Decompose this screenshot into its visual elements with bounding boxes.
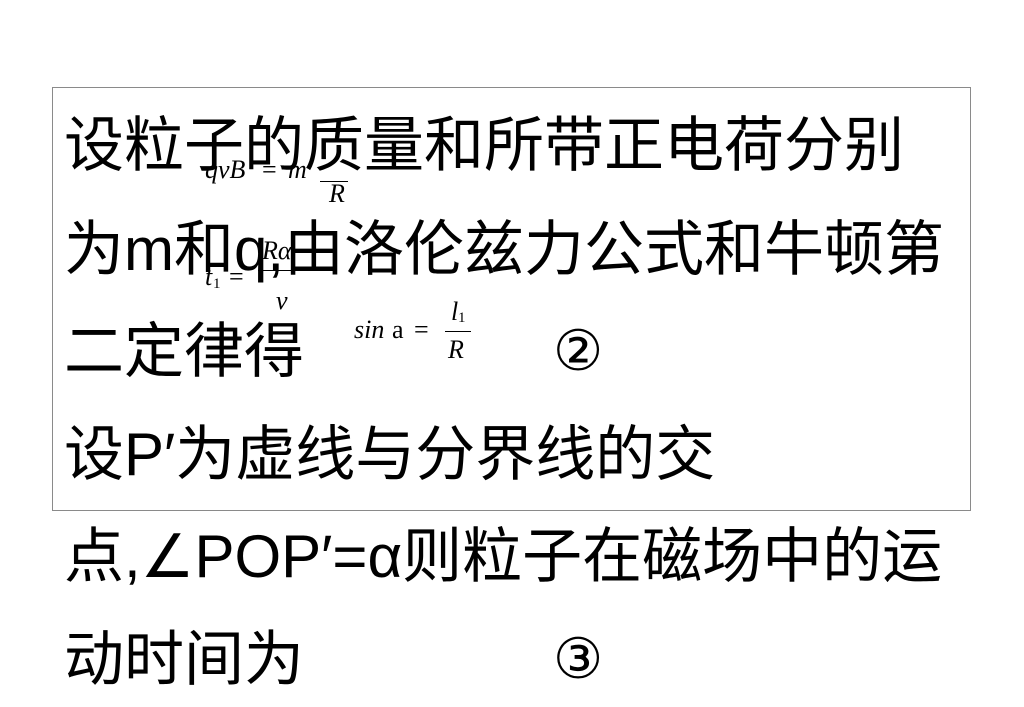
text-box-frame <box>52 87 971 511</box>
formula-lorentz-equals: = <box>262 155 277 184</box>
formula-lorentz-coef: m <box>288 155 307 184</box>
formula-time-sub: 1 <box>213 276 221 292</box>
formula-time-equals: = <box>229 262 244 291</box>
formula-sine-arg: a <box>392 315 404 344</box>
formula-sine-equals: = <box>414 315 429 344</box>
formula-sine-fn: sin <box>354 315 385 344</box>
formula-time-denominator: v <box>276 286 288 315</box>
formula-sine-numerator-sub: 1 <box>458 310 466 326</box>
formula-sine-numerator: l <box>451 297 459 326</box>
text-line-5: 点,∠POP′=α则粒子在磁场中的运 <box>64 523 943 590</box>
equation-marker-3: ③ <box>553 627 604 692</box>
text-line-6: 动时间为 <box>64 626 304 693</box>
formula-time-fraction-bar <box>258 270 306 271</box>
formula-sine-denominator: R <box>448 335 464 364</box>
formula-lorentz-lhs: qvB <box>205 155 246 184</box>
text-line-1: 设粒子的质量和所带正电荷分别 <box>64 112 904 179</box>
text-line-4: 设P′为虚线与分界线的交 <box>64 421 716 488</box>
formula-lorentz-fraction-bar <box>320 181 348 182</box>
formula-lorentz-denominator: R <box>329 179 345 208</box>
formula-sine-fraction-bar <box>445 331 471 332</box>
text-line-3: 二定律得 <box>64 318 304 385</box>
text-line-2: 为m和q,由洛伦兹力公式和牛顿第 <box>64 216 945 283</box>
formula-time-numerator: Rα <box>262 236 292 265</box>
formula-time-var: t <box>205 262 213 291</box>
equation-marker-2: ② <box>553 319 604 384</box>
